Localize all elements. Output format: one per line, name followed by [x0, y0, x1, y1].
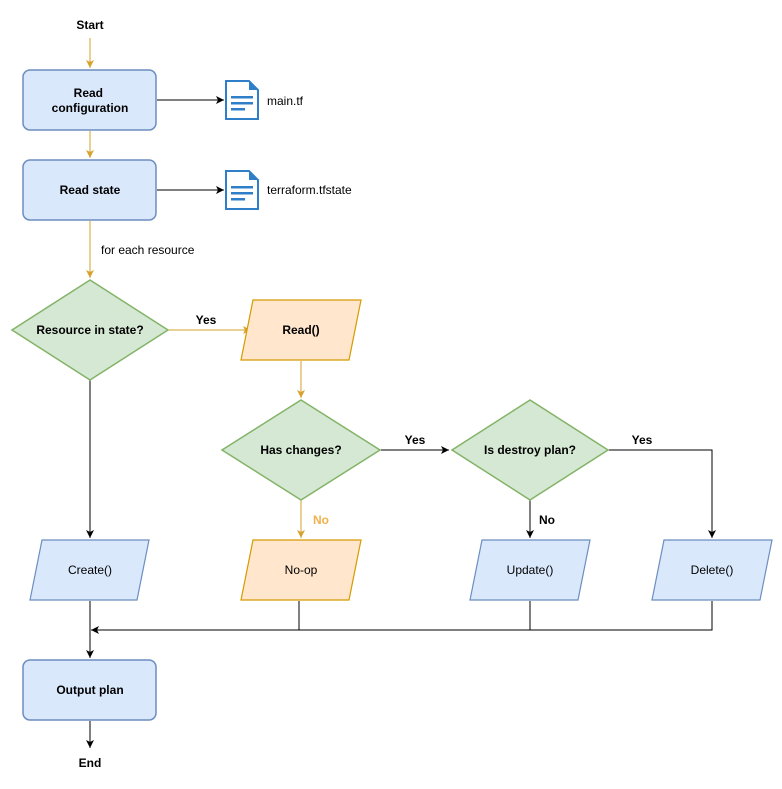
- loop-label: for each resource: [101, 243, 195, 257]
- is-destroy-plan-label: Is destroy plan?: [484, 443, 576, 457]
- read-state-box: Read state: [22, 159, 157, 221]
- output-plan-box: Output plan: [22, 659, 157, 721]
- delete-action-label: Delete(): [691, 563, 734, 577]
- resource-in-state-label: Resource in state?: [36, 323, 143, 337]
- read-action: Read(): [240, 299, 362, 361]
- main-tf-file-icon: [225, 80, 259, 120]
- main-tf-label: main.tf: [267, 94, 304, 108]
- read-configuration-line1: Read: [74, 86, 103, 100]
- output-plan-label: Output plan: [56, 683, 123, 697]
- noop-action-label: No-op: [285, 563, 318, 577]
- update-action: Update(): [469, 539, 591, 601]
- has-changes-no-label: No: [313, 513, 329, 527]
- read-configuration-box: Read configuration: [22, 69, 157, 131]
- create-action: Create(): [29, 539, 150, 601]
- has-changes-label: Has changes?: [260, 443, 341, 457]
- is-destroy-plan-decision: Is destroy plan?: [450, 399, 610, 501]
- delete-action: Delete(): [651, 539, 773, 601]
- edge-merge-bus: [91, 601, 713, 630]
- update-action-label: Update(): [507, 563, 554, 577]
- has-changes-decision: Has changes?: [220, 399, 382, 501]
- noop-action: No-op: [240, 539, 362, 601]
- start-label: Start: [76, 18, 103, 32]
- has-changes-yes-label: Yes: [405, 433, 426, 447]
- read-configuration-line2: configuration: [52, 101, 129, 115]
- svg-text:Read configuration: Read configuration: [52, 86, 129, 115]
- tfstate-label: terraform.tfstate: [267, 183, 352, 197]
- destroy-yes-label: Yes: [632, 433, 653, 447]
- end-label: End: [79, 756, 102, 770]
- resource-in-state-decision: Resource in state?: [10, 279, 170, 381]
- read-action-label: Read(): [282, 323, 319, 337]
- edge-destroy-yes: [608, 449, 716, 538]
- read-state-label: Read state: [60, 183, 121, 197]
- create-action-label: Create(): [68, 563, 112, 577]
- in-state-yes-label: Yes: [196, 313, 217, 327]
- destroy-no-label: No: [539, 513, 555, 527]
- tfstate-file-icon: [225, 170, 259, 210]
